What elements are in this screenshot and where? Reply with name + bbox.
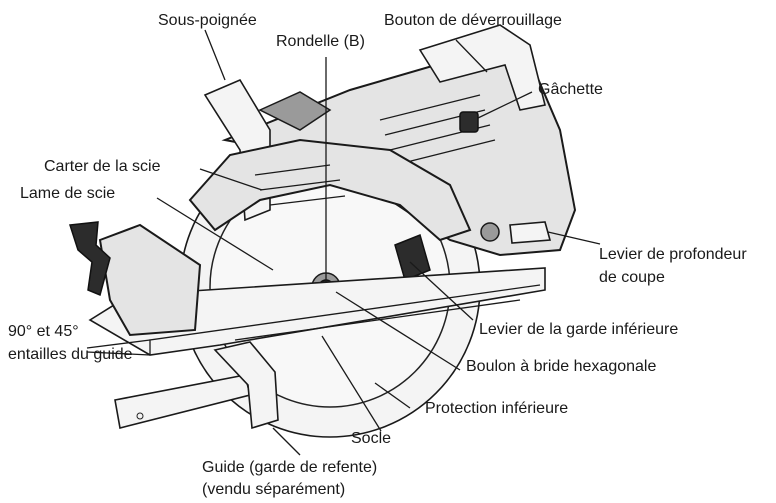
- label-guide-1: Guide (garde de refente): [202, 458, 377, 477]
- label-bouton-deverrouillage: Bouton de déverrouillage: [384, 11, 562, 30]
- label-lame: Lame de scie: [20, 184, 115, 203]
- depth-lever: [510, 222, 550, 243]
- label-guide-2: (vendu séparément): [202, 480, 345, 499]
- front-knob: [70, 222, 110, 295]
- label-sous-poignee: Sous-poignée: [158, 11, 257, 30]
- label-entailles-1: 90° et 45°: [8, 322, 79, 341]
- label-gachette: Gâchette: [538, 80, 603, 99]
- label-boulon: Boulon à bride hexagonale: [466, 357, 656, 376]
- depth-lever-knob: [481, 223, 499, 241]
- trigger: [460, 112, 478, 132]
- rip-guide: [115, 375, 250, 428]
- label-rondelle: Rondelle (B): [276, 32, 365, 51]
- label-protection: Protection inférieure: [425, 399, 568, 418]
- label-levier-garde: Levier de la garde inférieure: [479, 320, 678, 339]
- label-entailles-2: entailles du guide: [8, 345, 133, 364]
- label-levier-profondeur-1: Levier de profondeur: [599, 245, 747, 264]
- label-socle: Socle: [351, 429, 391, 448]
- label-carter: Carter de la scie: [44, 157, 161, 176]
- label-levier-profondeur-2: de coupe: [599, 268, 665, 287]
